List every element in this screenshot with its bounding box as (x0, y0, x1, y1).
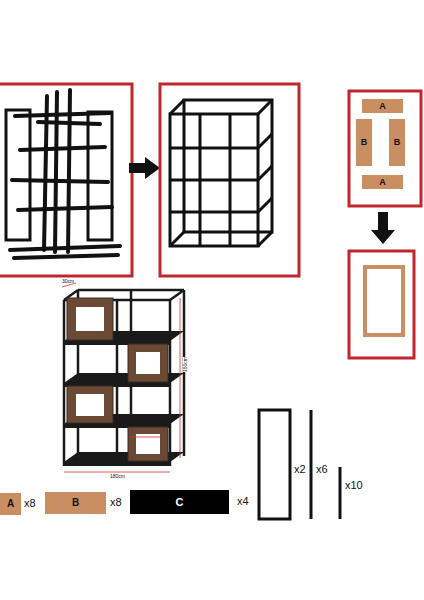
quantity: x2 (294, 464, 306, 475)
quantity: x10 (345, 480, 363, 491)
panel-frame (349, 251, 414, 358)
dimension: 150cm (183, 357, 188, 372)
step-arrow (129, 157, 160, 179)
part-panel: A (362, 175, 403, 189)
short-bar (339, 467, 342, 519)
step-arrow (371, 212, 395, 244)
part-panel: B (389, 119, 405, 166)
assembled-panel (365, 267, 403, 335)
quantity: x8 (24, 498, 36, 509)
side-frame (259, 410, 290, 519)
part-letter: A (379, 178, 386, 187)
bookshelf-illustration (62, 283, 184, 472)
panel-frame (0, 84, 132, 276)
panel-frame (160, 84, 299, 276)
part-panel: A (0, 493, 21, 515)
part-panel: B (356, 119, 372, 166)
quantity: x8 (110, 497, 122, 508)
loose-parts-sketch (6, 90, 120, 258)
panel-frame (349, 91, 421, 206)
part-panel: B (45, 492, 106, 514)
part-letter: B (394, 138, 401, 147)
part-letter: B (361, 138, 368, 147)
dimension: 30cm (62, 279, 74, 284)
part-panel: A (362, 99, 403, 113)
assembled-frame (170, 100, 272, 246)
part-bar: C (130, 490, 229, 514)
long-bar (310, 410, 313, 519)
quantity: x4 (237, 496, 249, 507)
part-letter: C (176, 497, 184, 508)
part-letter: B (72, 498, 79, 508)
quantity: x6 (316, 464, 328, 475)
part-letter: A (7, 499, 14, 509)
part-letter: A (379, 102, 386, 111)
dimension: 180cm (110, 474, 125, 479)
